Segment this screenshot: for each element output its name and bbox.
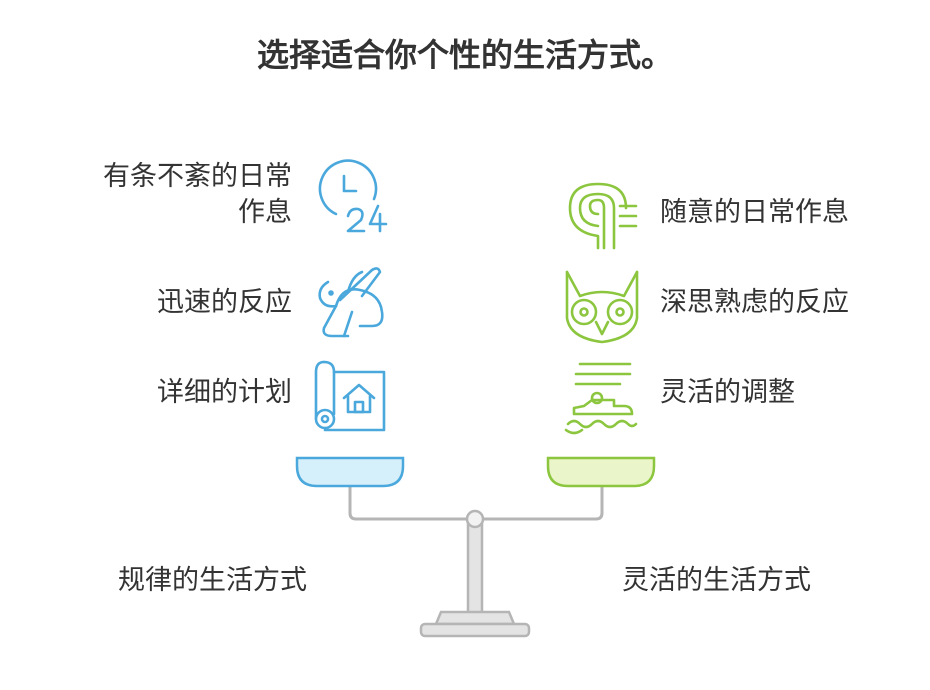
right-item-thoughtful-response: 深思熟虑的反应 — [660, 287, 849, 318]
left-item-routine-line2: 作息 — [238, 197, 292, 228]
right-pan — [546, 456, 656, 488]
clock-24-icon — [318, 159, 388, 233]
blueprint-house-icon — [314, 360, 386, 432]
page-title: 选择适合你个性的生活方式。 — [256, 36, 673, 74]
left-pan — [295, 456, 405, 488]
right-footer-label: 灵活的生活方式 — [622, 565, 811, 596]
owl-icon — [565, 270, 639, 344]
rabbit-icon — [318, 267, 384, 338]
scale-pivot — [465, 509, 485, 529]
left-item-quick-response: 迅速的反应 — [157, 287, 292, 318]
boat-on-water-icon — [564, 362, 638, 435]
wind-swirl-icon — [568, 182, 638, 250]
scale-stand — [419, 518, 531, 638]
left-item-routine-line1: 有条不紊的日常 — [103, 161, 292, 192]
right-item-casual-routine: 随意的日常作息 — [660, 197, 849, 228]
right-item-flexible-adjustment: 灵活的调整 — [660, 377, 795, 408]
left-item-detailed-plan: 详细的计划 — [157, 377, 292, 408]
left-footer-label: 规律的生活方式 — [118, 565, 307, 596]
